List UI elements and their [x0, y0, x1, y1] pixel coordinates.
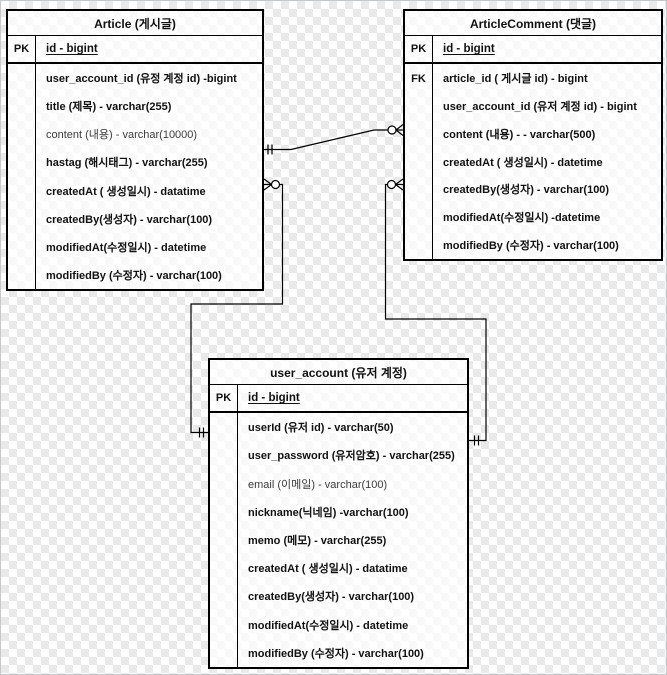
attribute-row: user_account_id (유저 계정 id) - bigint	[443, 100, 637, 113]
one-marker-icon	[473, 435, 480, 446]
relationship-article-articlecomment[interactable]	[264, 124, 404, 155]
attribute-row: content (내용) - varchar(10000)	[46, 129, 198, 142]
pk-field: id - bigint	[46, 43, 98, 55]
relationship-line[interactable]	[264, 129, 403, 151]
zero-or-many-marker-icon	[387, 124, 404, 136]
entity-title: Article (게시글)	[8, 11, 262, 36]
pk-field: id - bigint	[443, 43, 495, 55]
attribute-row: modifiedBy (수정자) - varchar(100)	[443, 240, 619, 253]
entity-body: FK article_id ( 게시글 id) - bigint user_ac…	[405, 64, 661, 259]
attribute-row: createdBy(생성자) - varchar(100)	[443, 184, 610, 197]
attribute-row: createdAt ( 생성일시) - datatime	[248, 563, 408, 576]
attribute-row: title (제목) - varchar(255)	[46, 101, 172, 114]
attribute-row: createdAt ( 생성일시) - datatime	[46, 185, 206, 198]
attribute-row: modifiedAt(수정일시) - datetime	[248, 619, 409, 632]
attribute-row: createdAt ( 생성일시) - datetime	[443, 156, 603, 169]
attribute-row: modifiedAt(수정일시) - datetime	[46, 241, 207, 254]
key-column	[8, 64, 36, 289]
one-marker-icon	[267, 144, 273, 155]
fk-badge: FK	[411, 72, 426, 85]
entity-user_account[interactable]: user_account (유저 계정) PK id - bigint user…	[208, 358, 469, 669]
relationship-user_account-article[interactable]	[190, 178, 284, 438]
attribute-row: user_account_id (유정 계정 id) -bigint	[46, 73, 237, 86]
attribute-row: memo (메모) - varchar(255)	[248, 534, 387, 547]
attribute-row: hastag (해시태그) - varchar(255)	[46, 157, 208, 170]
field-column: userId (유저 id) - varchar(50) user_passwo…	[238, 413, 467, 667]
fk-badge	[210, 413, 237, 442]
attribute-row: content (내용) - - varchar(500)	[443, 128, 596, 141]
pk-badge: PK	[210, 385, 238, 411]
relationship-user_account-articlecomment[interactable]	[384, 178, 487, 446]
attribute-row: createdBy(생성자) - varchar(100)	[46, 213, 213, 226]
fk-badge	[8, 64, 35, 93]
zero-or-many-marker-icon	[386, 178, 404, 191]
attribute-row: userId (유저 id) - varchar(50)	[248, 422, 394, 435]
attribute-row: modifiedBy (수정자) - varchar(100)	[46, 269, 222, 282]
field-column: article_id ( 게시글 id) - bigint user_accou…	[433, 64, 661, 259]
attribute-row: user_password (유저암호) - varchar(255)	[248, 450, 455, 463]
attribute-row: nickname(닉네임) -varchar(100)	[248, 506, 409, 519]
entity-body: user_account_id (유정 계정 id) -bigint title…	[8, 64, 262, 289]
pk-row: PK id - bigint	[405, 36, 661, 64]
entity-title: ArticleComment (댓글)	[405, 11, 661, 36]
entity-body: userId (유저 id) - varchar(50) user_passwo…	[210, 413, 467, 667]
attribute-row: modifiedBy (수정자) - varchar(100)	[248, 647, 424, 660]
attribute-row: createdBy(생성자) - varchar(100)	[248, 591, 415, 604]
one-marker-icon	[198, 427, 205, 438]
attribute-row: article_id ( 게시글 id) - bigint	[443, 72, 588, 85]
key-column	[210, 413, 238, 667]
pk-row: PK id - bigint	[8, 36, 262, 64]
entity-title: user_account (유저 계정)	[210, 360, 467, 385]
zero-or-many-marker-icon	[263, 178, 281, 191]
attribute-row: modifiedAt(수정일시) -datetime	[443, 212, 601, 225]
attribute-row: email (이메일) - varchar(100)	[248, 478, 388, 491]
pk-badge: PK	[8, 36, 36, 62]
pk-field: id - bigint	[248, 392, 300, 404]
key-column: FK	[405, 64, 433, 259]
pk-badge: PK	[405, 36, 433, 62]
entity-articlecomment[interactable]: ArticleComment (댓글) PK id - bigint FK ar…	[403, 9, 663, 261]
field-column: user_account_id (유정 계정 id) -bigint title…	[36, 64, 262, 289]
pk-row: PK id - bigint	[210, 385, 467, 413]
entity-article[interactable]: Article (게시글) PK id - bigint user_accoun…	[6, 9, 264, 291]
